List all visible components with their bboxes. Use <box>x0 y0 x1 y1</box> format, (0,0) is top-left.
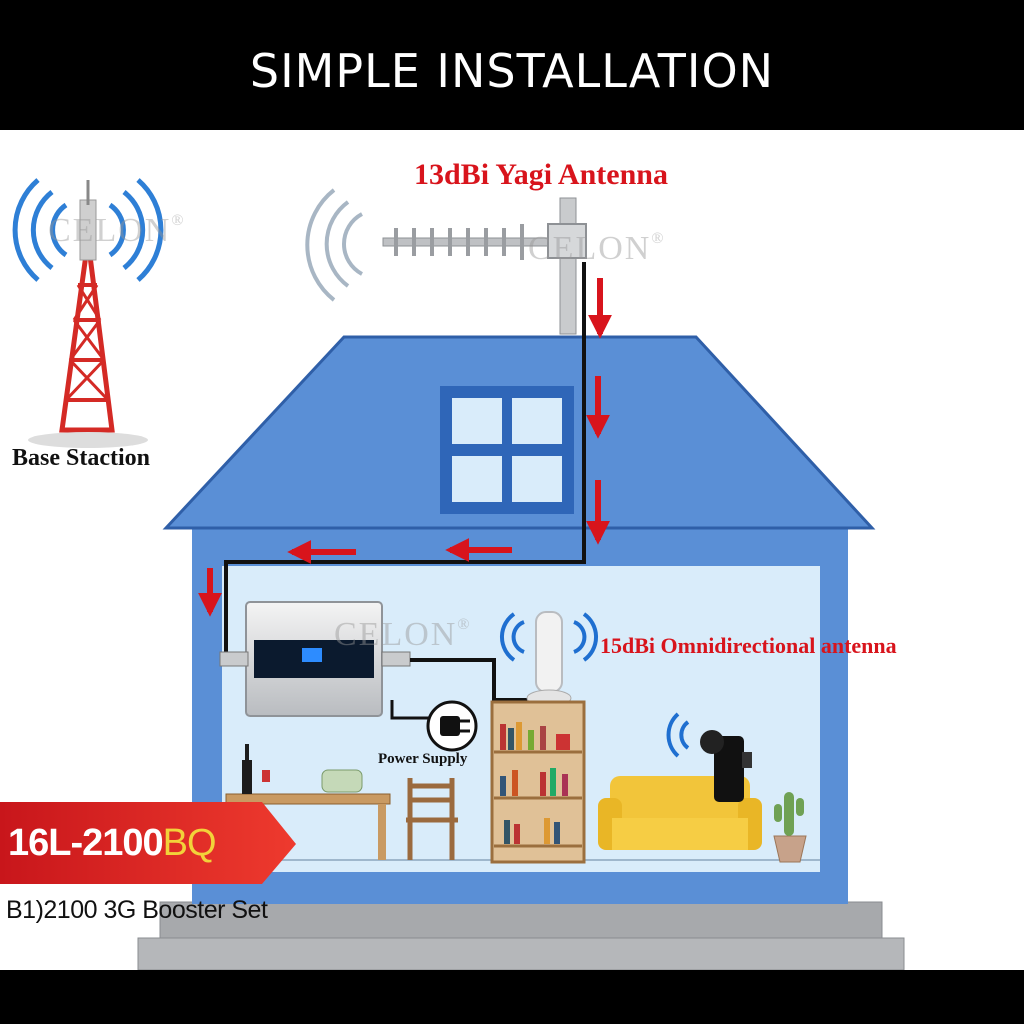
yagi-antenna-icon <box>382 197 587 335</box>
bookshelf-icon <box>490 700 586 864</box>
chair-icon <box>406 778 458 860</box>
antenna-cable <box>224 262 586 656</box>
watermark: CELON® <box>48 212 186 249</box>
power-supply-label: Power Supply <box>378 751 468 767</box>
yagi-antenna-label: 13dBi Yagi Antenna <box>414 158 668 191</box>
step-bottom <box>137 937 905 971</box>
footer-bar <box>0 970 1024 1024</box>
smartphone-icon <box>700 730 752 802</box>
model-code-suffix: BQ <box>162 822 217 864</box>
base-station-label: Base Staction <box>12 445 150 471</box>
signal-flow-arrows <box>198 278 612 617</box>
model-code-main: 16L-2100 <box>8 822 164 864</box>
power-cable <box>390 700 430 720</box>
booster-device-icon <box>219 601 411 717</box>
omni-cable <box>410 658 530 702</box>
phone-signal-waves-icon <box>666 712 690 758</box>
product-subtitle: B1)2100 3G Booster Set <box>6 896 268 924</box>
header-bar <box>0 0 1024 130</box>
page-title: SIMPLE INSTALLATION <box>249 44 775 98</box>
cell-tower-icon <box>28 180 148 448</box>
step-top <box>159 901 883 939</box>
signal-waves-icon <box>12 178 164 282</box>
watermark: CELON® <box>334 616 472 653</box>
watermark: CELON® <box>528 230 666 267</box>
attic-window <box>440 386 574 514</box>
omni-antenna-label: 15dBi Omnidirectional antenna <box>600 633 897 658</box>
yagi-signal-waves-icon <box>305 188 363 302</box>
cactus-icon <box>773 792 807 863</box>
power-plug-icon <box>426 700 478 752</box>
omni-signal-waves-icon <box>500 612 598 662</box>
model-banner <box>0 802 296 884</box>
model-code: 16L-2100BQ <box>8 822 217 865</box>
